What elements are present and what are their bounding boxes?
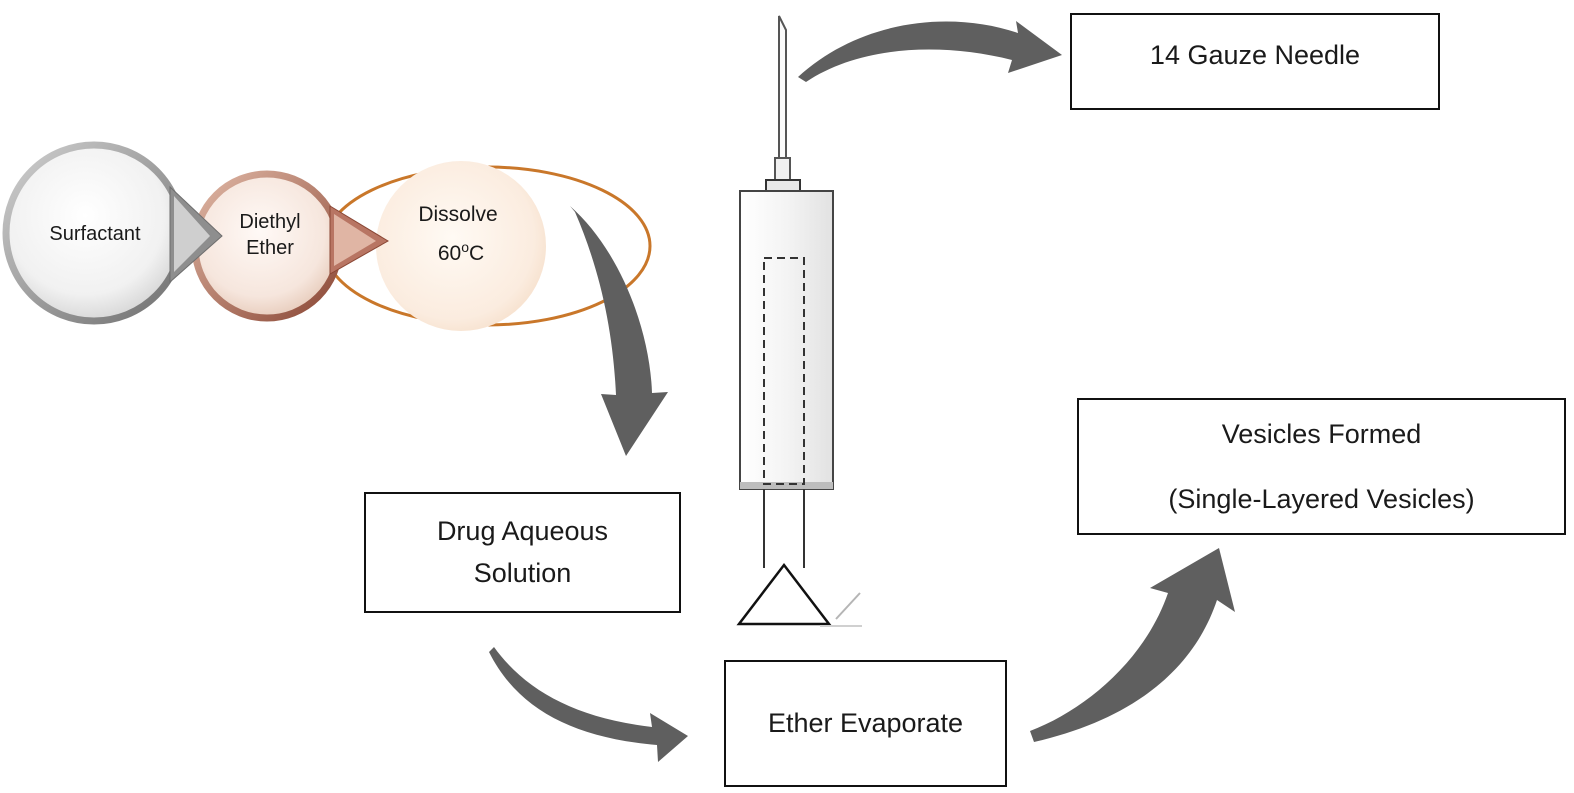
drug-label-line1: Drug Aqueous <box>436 515 609 546</box>
syringe-illustration <box>736 15 862 627</box>
dissolve-disc <box>376 161 546 331</box>
arrow-drug-to-ether <box>489 647 688 762</box>
diethyl-label-line1: Diethyl <box>239 211 300 233</box>
diethyl-label-line2: Ether <box>246 237 294 259</box>
drug-label-line2: Solution <box>473 557 572 588</box>
needle-box: 14 Gauze Needle <box>1070 13 1440 110</box>
drug-solution-box: Drug Aqueous Solution <box>364 492 681 613</box>
surfactant-label: Surfactant <box>49 223 141 245</box>
arrow-dissolve-to-drug <box>570 206 668 456</box>
ether-label: Ether Evaporate <box>767 707 964 738</box>
ether-evaporate-box: Ether Evaporate <box>724 660 1007 787</box>
arrow-ether-to-vesicles <box>1030 548 1235 742</box>
needle-label: 14 Gauze Needle <box>1149 40 1361 70</box>
surfactant-node <box>2 141 223 325</box>
dissolve-label-line1: Dissolve <box>418 203 497 226</box>
vesicles-label-line2: (Single-Layered Vesicles) <box>1168 483 1475 514</box>
arrow-syringe-to-needle <box>798 21 1062 82</box>
vesicles-label-line1: Vesicles Formed <box>1221 418 1422 449</box>
vesicles-box: Vesicles Formed (Single-Layered Vesicles… <box>1077 398 1566 535</box>
dissolve-temperature: 60oC <box>438 239 484 265</box>
